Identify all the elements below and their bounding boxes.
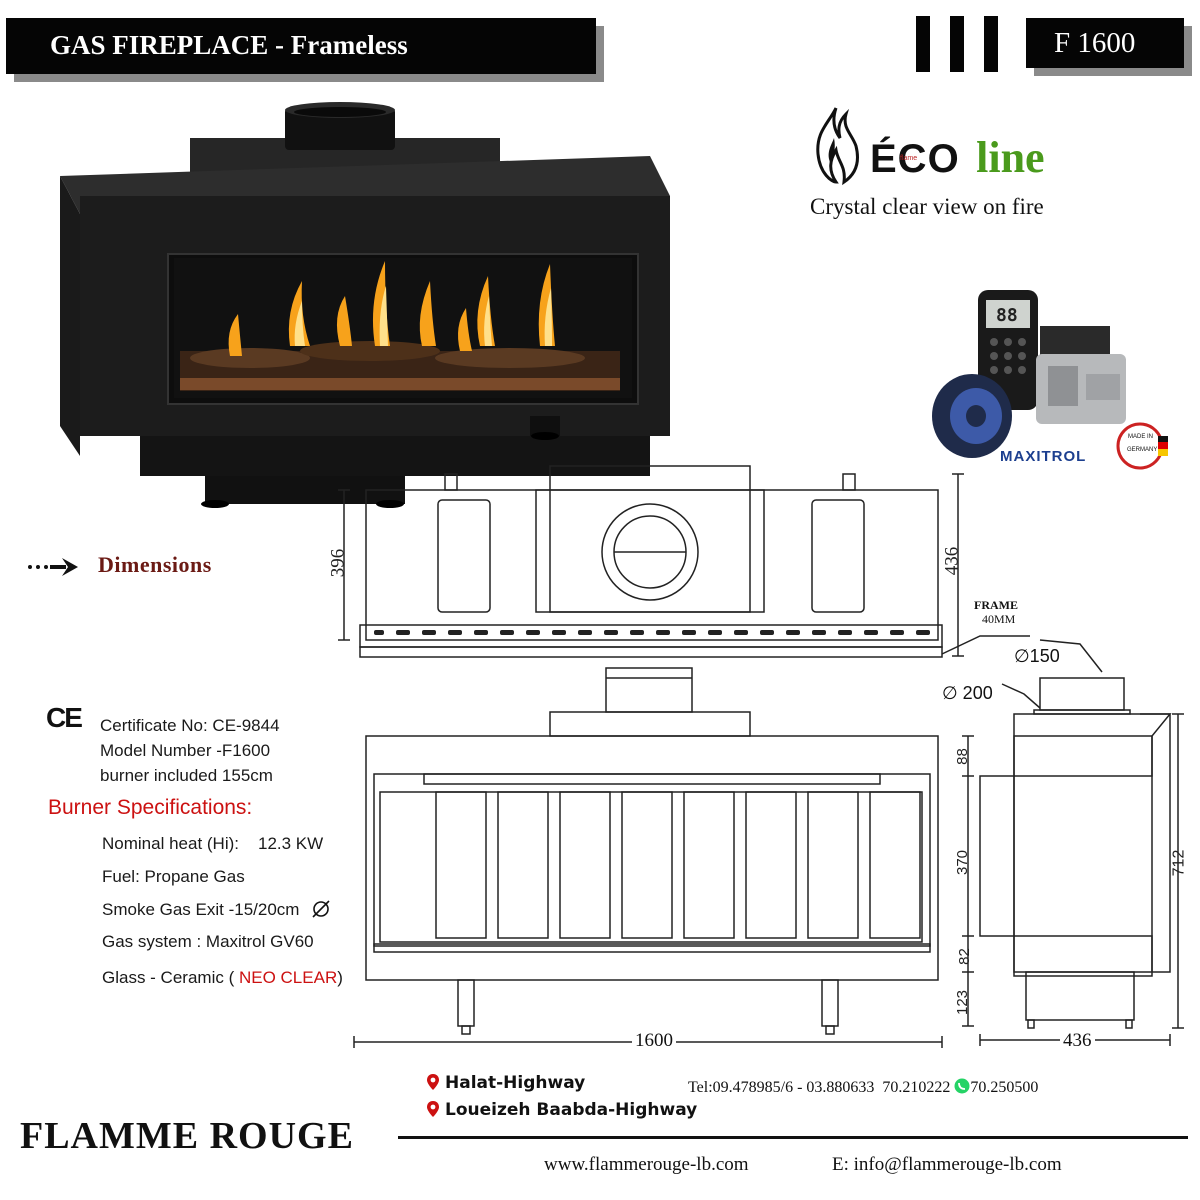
dim-82-label: 82 xyxy=(955,948,973,965)
header-bar-1 xyxy=(916,16,930,72)
company-name: FLAMME ROUGE xyxy=(20,1115,354,1157)
model-code: F 1600 xyxy=(1054,27,1136,59)
header-bar-2 xyxy=(950,16,964,72)
website-link[interactable]: www.flammerouge-lb.com xyxy=(544,1154,749,1175)
dia-200-label: ∅ 200 xyxy=(942,683,993,703)
glass-highlight: NEO CLEAR xyxy=(238,968,338,987)
page-title: GAS FIREPLACE - Frameless xyxy=(50,30,408,60)
dim-370-label: 370 xyxy=(954,849,972,876)
footer-divider xyxy=(398,1136,1188,1139)
dim-712-label: 712 xyxy=(1170,849,1188,877)
phone-numbers: Tel:09.478985/6 - 03.880633 70.210222 xyxy=(688,1079,951,1096)
frame-size-label: 40MM xyxy=(982,612,1016,626)
flame-icon xyxy=(816,107,859,186)
burner-included: burner included 155cm xyxy=(100,766,273,785)
location-loueizeh-text: Loueizeh Baabda-Highway xyxy=(445,1100,698,1120)
ce-mark: CE xyxy=(46,702,83,733)
certificate-number: Certificate No: CE-9844 xyxy=(100,716,280,735)
fuel-spec: Fuel: Propane Gas xyxy=(102,867,245,886)
smoke-exit-text: Smoke Gas Exit -15/20cm xyxy=(102,900,300,919)
dim-123-label: 123 xyxy=(954,989,972,1016)
burner-specs-heading: Burner Specifications: xyxy=(48,796,253,819)
front-view-drawing xyxy=(353,667,943,1048)
header-bar-3 xyxy=(984,16,998,72)
frame-label: FRAME xyxy=(974,598,1018,612)
eco-letters: ÉCO xyxy=(870,137,960,181)
map-pin-icon xyxy=(427,1074,439,1090)
dim-436-bottom-label: 436 xyxy=(1060,1030,1095,1052)
nominal-heat-value: 12.3 KW xyxy=(258,834,324,853)
title-banner: GAS FIREPLACE - Frameless xyxy=(6,18,596,74)
location-halat-text: Halat-Highway xyxy=(445,1073,586,1093)
contact-phone: Tel:09.478985/6 - 03.880633 70.210222 70… xyxy=(688,1078,1038,1097)
glass-suffix: ) xyxy=(337,968,343,987)
maxitrol-label: MAXITROL xyxy=(1000,448,1087,465)
dimensions-link[interactable]: Dimensions xyxy=(98,552,212,577)
location-loueizeh: Loueizeh Baabda-Highway xyxy=(426,1100,697,1120)
dim-1600-label: 1600 xyxy=(632,1030,676,1052)
control-devices xyxy=(932,290,1168,470)
dim-396-label: 396 xyxy=(327,548,349,578)
fireplace-photo xyxy=(60,102,670,508)
nominal-heat-label: Nominal heat (Hi): xyxy=(102,834,239,853)
glass-prefix: Glass - Ceramic ( xyxy=(102,968,235,987)
tagline: Crystal clear view on fire xyxy=(810,194,1044,219)
diameter-icon xyxy=(312,900,330,918)
dim-88-label: 88 xyxy=(953,748,971,765)
arrow-right-icon xyxy=(28,558,78,576)
gas-system-spec: Gas system : Maxitrol GV60 xyxy=(102,932,314,951)
model-badge: F 1600 xyxy=(1026,18,1184,68)
remote-display-digits: 88 xyxy=(996,305,1018,326)
dim-436-top-label: 436 xyxy=(941,546,963,576)
eco-logo-text: ÉCO line xyxy=(870,132,1045,183)
made-in-label-bottom: GERMANY xyxy=(1127,447,1158,453)
model-number: Model Number -F1600 xyxy=(100,741,271,760)
map-pin-icon xyxy=(427,1101,439,1117)
made-in-label-top: MADE IN xyxy=(1128,434,1154,440)
location-halat: Halat-Highway xyxy=(426,1073,585,1093)
smoke-exit-spec: Smoke Gas Exit -15/20cm xyxy=(102,900,332,920)
eco-small-text: flame xyxy=(900,155,918,162)
top-view-drawing xyxy=(338,465,1030,658)
whatsapp-number: 70.250500 xyxy=(970,1079,1039,1096)
whatsapp-icon xyxy=(954,1078,970,1094)
email-link[interactable]: E: info@flammerouge-lb.com xyxy=(832,1154,1062,1175)
glass-spec: Glass - Ceramic ( NEO CLEAR) xyxy=(102,968,343,988)
dia-150-label: ∅150 xyxy=(1014,646,1060,666)
line-word: line xyxy=(976,133,1045,182)
